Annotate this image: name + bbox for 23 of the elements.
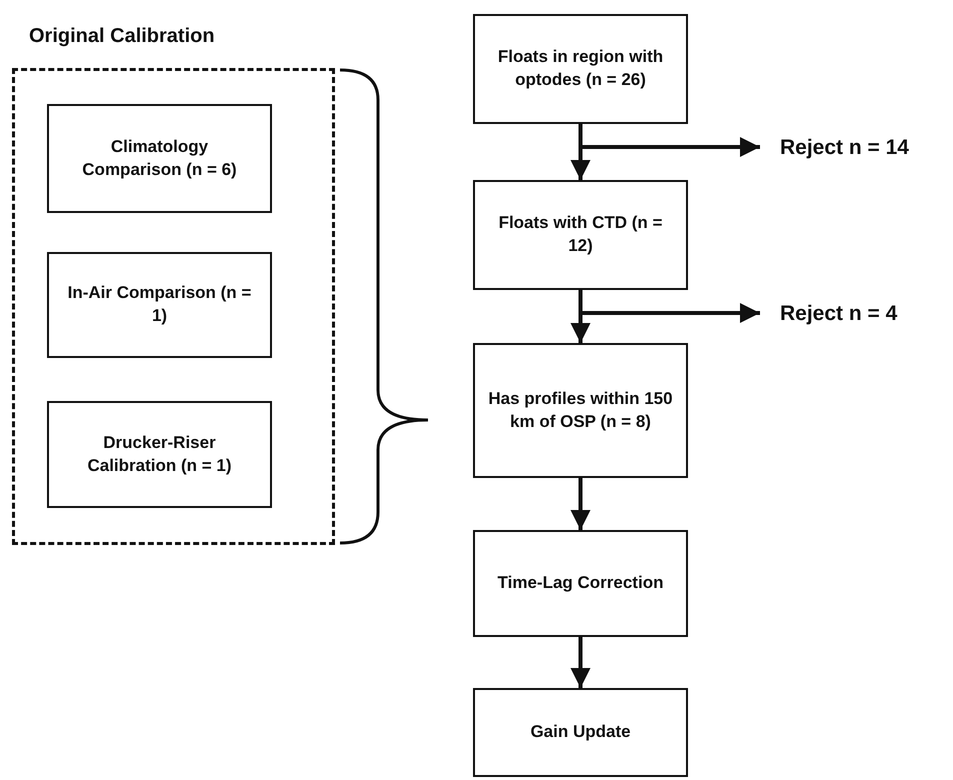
box-text: Floats in region with optodes (n = 26) bbox=[496, 46, 664, 91]
box-text: Climatology Comparison (n = 6) bbox=[81, 136, 238, 180]
group-title: Original Calibration bbox=[28, 25, 216, 48]
arrow bbox=[578, 124, 760, 157]
box-text: Time-Lag Correction bbox=[498, 572, 664, 594]
box-text: Drucker-Riser Calibration (n = 1) bbox=[86, 432, 233, 476]
process-box bbox=[473, 530, 688, 637]
process-box bbox=[473, 688, 688, 777]
process-box bbox=[473, 14, 688, 124]
process-box bbox=[47, 252, 272, 358]
reject-label: Reject n = 4 bbox=[780, 302, 898, 326]
reject-label: Reject n = 14 bbox=[780, 136, 909, 160]
process-box bbox=[473, 343, 688, 478]
process-box bbox=[473, 180, 688, 290]
arrow bbox=[578, 290, 760, 323]
box-text: Floats with CTD (n = 12) bbox=[498, 212, 664, 257]
arrow bbox=[570, 478, 590, 530]
box-text: Gain Update bbox=[530, 721, 631, 744]
box-text: Has profiles within 150 km of OSP (n = 8) bbox=[487, 388, 674, 432]
box-text: In-Air Comparison (n = 1) bbox=[66, 282, 252, 327]
process-box bbox=[47, 401, 272, 508]
process-box bbox=[47, 104, 272, 213]
arrow bbox=[570, 637, 590, 688]
